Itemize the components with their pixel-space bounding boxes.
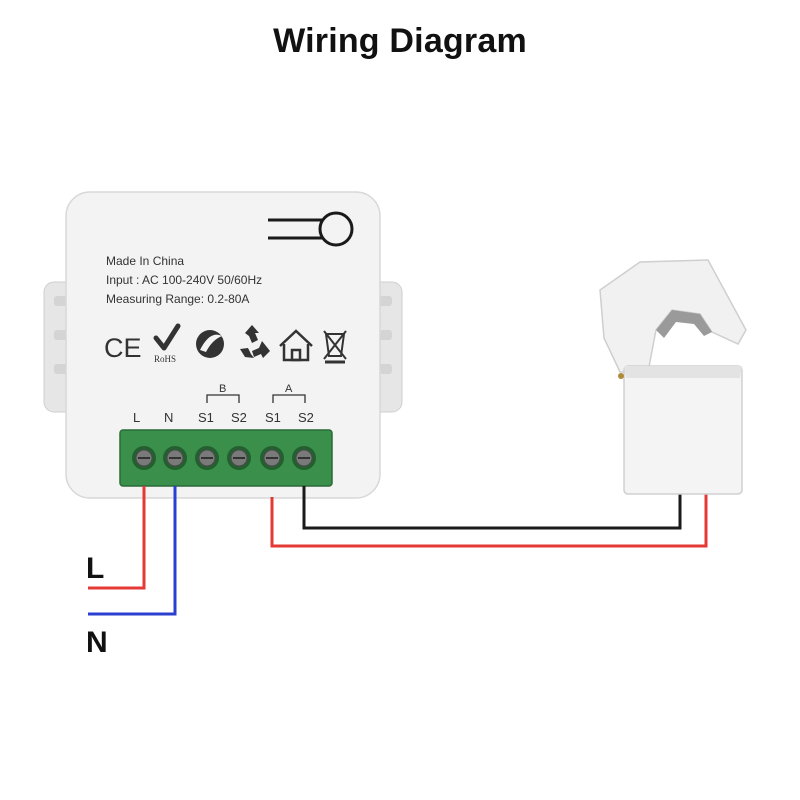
group-b-bracket [206, 394, 240, 403]
weee-bin-icon [323, 330, 347, 364]
green-dot-icon [196, 330, 224, 358]
terminal-screws [132, 446, 316, 470]
rohs-check-icon: RoHS [153, 323, 181, 364]
group-a-label: A [285, 383, 293, 395]
terminal-label-n: N [164, 410, 173, 425]
device-label-line-2: Input : AC 100-240V 50/60Hz [106, 273, 262, 287]
group-a-bracket [272, 394, 306, 403]
ce-mark-icon: CE [104, 333, 142, 363]
reset-button-icon [268, 211, 354, 247]
indoor-house-icon [279, 329, 313, 362]
terminal-block [119, 429, 333, 487]
live-legend-label: L [86, 552, 104, 585]
neutral-wire [88, 486, 177, 616]
group-b-label: B [219, 383, 226, 395]
device-label-line-1: Made In China [106, 254, 184, 268]
terminal-label-b-s1: S1 [198, 410, 214, 425]
terminal-label-a-s1: S1 [265, 410, 281, 425]
terminal-label-l: L [133, 410, 140, 425]
recycle-icon [240, 325, 270, 358]
live-wire [88, 486, 146, 590]
device-label-line-3: Measuring Range: 0.2-80A [106, 292, 249, 306]
neutral-legend-label: N [86, 626, 108, 659]
ct-signal-red-wire [270, 490, 708, 548]
terminal-label-a-s2: S2 [298, 410, 314, 425]
ct-signal-black-wire [302, 486, 682, 530]
diagram-title: Wiring Diagram [273, 22, 527, 60]
rohs-label: RoHS [154, 354, 176, 364]
current-transformer-clamp-icon [599, 259, 747, 495]
terminal-label-b-s2: S2 [231, 410, 247, 425]
